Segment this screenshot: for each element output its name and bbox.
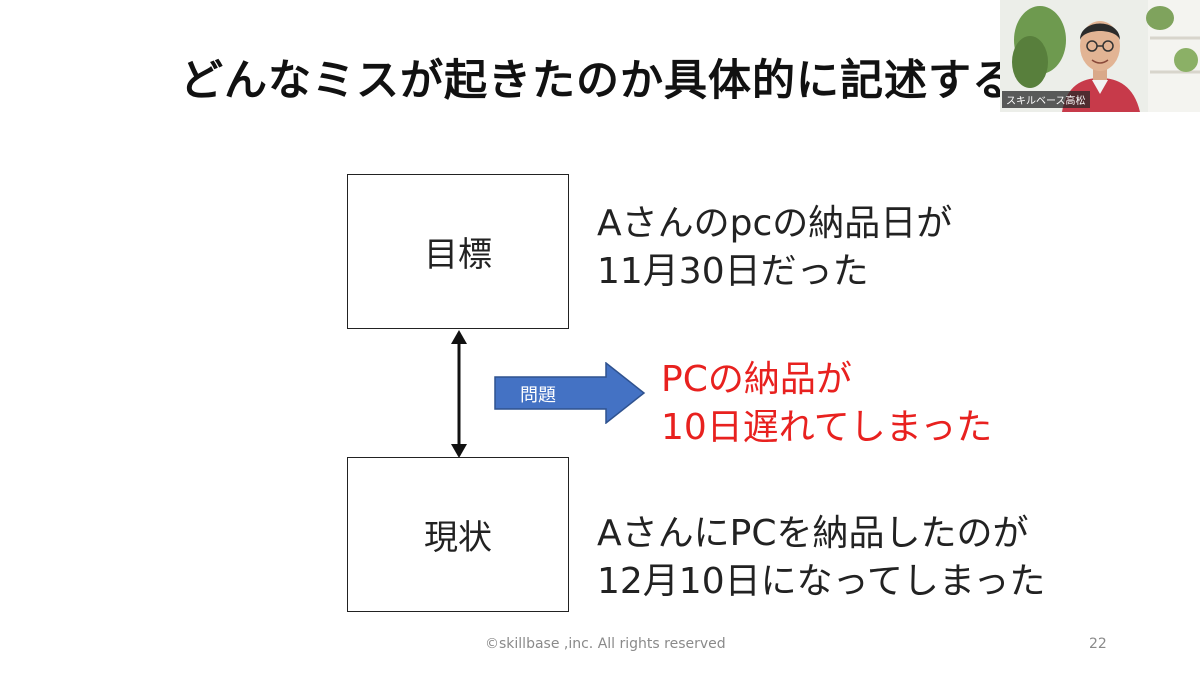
current-description: AさんにPCを納品したのが 12月10日になってしまった <box>597 510 1045 606</box>
goal-description-line-2: 11月30日だった <box>597 251 869 292</box>
goal-box-label: 目標 <box>424 235 492 275</box>
presenter-webcam: スキルベース高松 <box>1000 0 1200 112</box>
problem-arrow <box>494 362 646 424</box>
current-description-line-2: 12月10日になってしまった <box>597 561 1046 602</box>
slide-title: どんなミスが起きたのか具体的に記述する <box>180 56 1016 106</box>
current-description-line-1: AさんにPCを納品したのが <box>597 513 1029 554</box>
copyright-footer: ©skillbase ,inc. All rights reserved <box>485 636 726 652</box>
page-number: 22 <box>1089 636 1107 652</box>
problem-description-line-2: 10日遅れてしまった <box>661 407 993 448</box>
current-box: 現状 <box>347 457 569 612</box>
problem-description: PCの納品が 10日遅れてしまった <box>661 356 992 452</box>
problem-description-line-1: PCの納品が <box>661 359 852 400</box>
goal-description-line-1: Aさんのpcの納品日が <box>597 203 953 244</box>
presenter-name-label: スキルベース高松 <box>1002 91 1090 108</box>
problem-arrow-label: 問題 <box>520 385 556 406</box>
current-box-label: 現状 <box>424 518 492 558</box>
goal-box: 目標 <box>347 174 569 329</box>
double-headed-arrow <box>451 330 467 458</box>
goal-description: Aさんのpcの納品日が 11月30日だった <box>597 200 952 296</box>
presenter-video-icon <box>1000 0 1200 112</box>
